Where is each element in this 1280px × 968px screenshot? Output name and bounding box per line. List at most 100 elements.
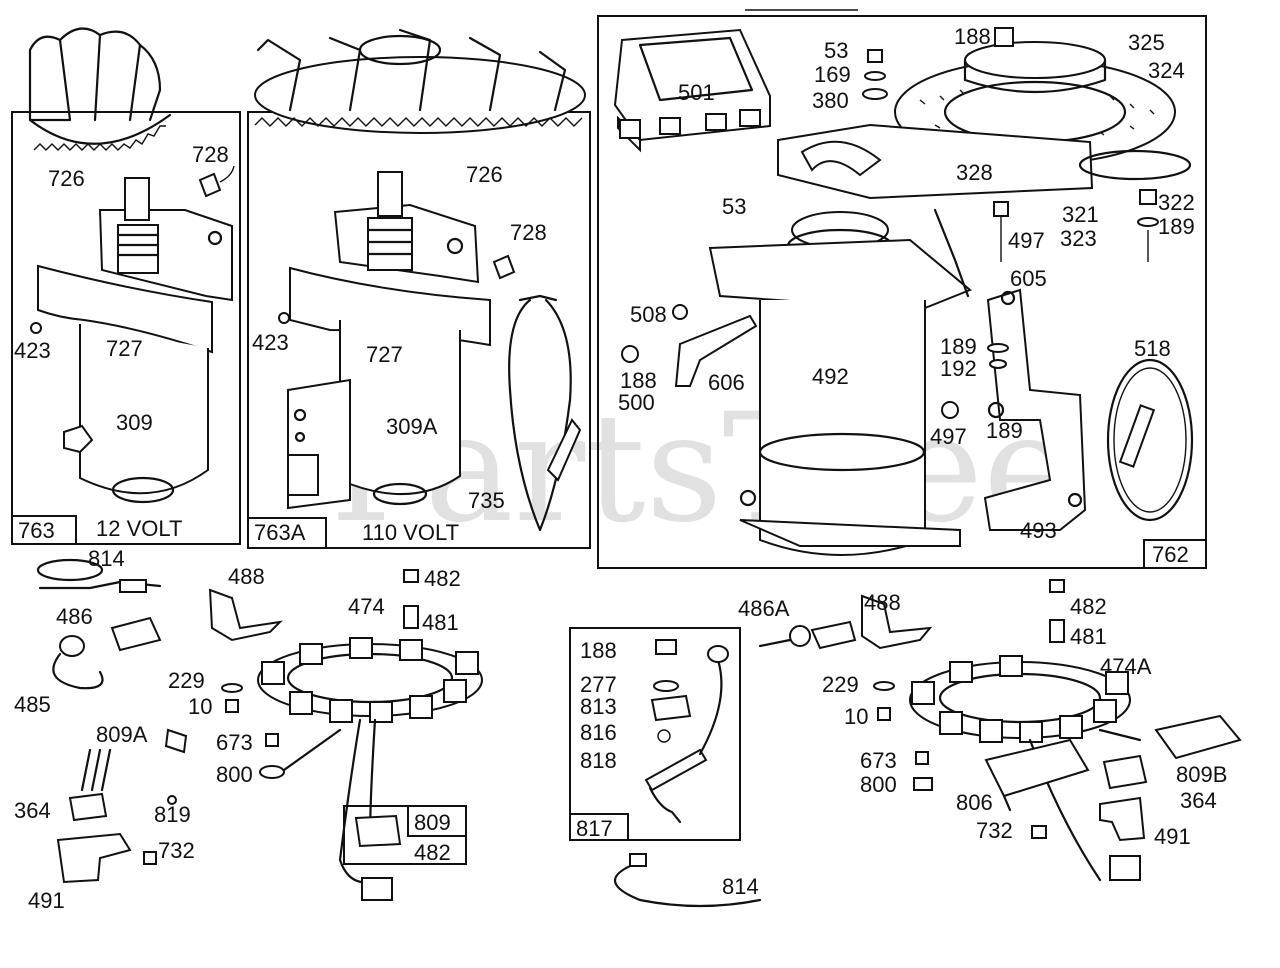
bracket-491b — [1099, 796, 1146, 881]
sensor-818 — [644, 639, 729, 824]
label-800a: 800 — [216, 762, 253, 787]
panel-762-code: 762 — [1152, 542, 1189, 567]
label-423b: 423 — [252, 330, 289, 355]
label-732b: 732 — [976, 818, 1013, 843]
label-500: 500 — [618, 390, 655, 415]
panel-809-code: 809 — [414, 810, 451, 835]
label-819: 819 — [154, 802, 191, 827]
label-501: 501 — [678, 80, 715, 105]
rectifier-364a — [68, 792, 108, 822]
washer-229a — [221, 683, 243, 713]
panel-763A-code: 763A — [254, 520, 306, 545]
washer-229b — [873, 681, 895, 721]
label-673a: 673 — [216, 730, 253, 755]
label-488a: 488 — [228, 564, 265, 589]
label-814b: 814 — [722, 874, 759, 899]
label-605: 605 — [1010, 266, 1047, 291]
label-806: 806 — [956, 790, 993, 815]
panel-763A-code-box — [247, 517, 327, 549]
plug-485 — [52, 616, 162, 690]
flywheel-763 — [28, 27, 172, 151]
panel-762-code-box — [1143, 539, 1207, 569]
label-364b: 364 — [1180, 788, 1217, 813]
label-169: 169 — [814, 62, 851, 87]
cord-735 — [508, 294, 582, 532]
label-364a: 364 — [14, 798, 51, 823]
label-728: 728 — [192, 142, 229, 167]
regulator-809A — [80, 728, 188, 792]
label-189c: 189 — [986, 418, 1023, 443]
label-380: 380 — [812, 88, 849, 113]
label-818: 818 — [580, 748, 617, 773]
bolt-322 — [1137, 189, 1159, 262]
label-229a: 229 — [168, 668, 205, 693]
label-325: 325 — [1128, 30, 1165, 55]
label-229b: 229 — [822, 672, 859, 697]
label-53b: 53 — [722, 194, 746, 219]
label-727b: 727 — [366, 342, 403, 367]
label-492: 492 — [812, 364, 849, 389]
label-814a: 814 — [88, 546, 125, 571]
label-309A: 309A — [386, 414, 438, 439]
wire-connector-488 — [38, 579, 283, 642]
stator-474A — [909, 655, 1131, 882]
bracket-328 — [777, 123, 1192, 200]
label-323: 323 — [1060, 226, 1097, 251]
panel-762-frame — [597, 15, 1207, 569]
label-486: 486 — [56, 604, 93, 629]
panel-763-code: 763 — [18, 518, 55, 543]
label-726: 726 — [48, 166, 85, 191]
label-727: 727 — [106, 336, 143, 361]
label-673b: 673 — [860, 748, 897, 773]
connector-486A — [758, 594, 933, 650]
stator-474 — [257, 637, 483, 884]
regulator-809B — [1098, 714, 1242, 760]
bolt-497a — [993, 201, 1009, 262]
label-277: 277 — [580, 672, 617, 697]
label-728b: 728 — [510, 220, 547, 245]
bracket-491a — [56, 795, 177, 884]
bolt-728b — [492, 254, 516, 280]
label-321: 321 — [1062, 202, 1099, 227]
starter-motor-309A — [278, 171, 491, 510]
label-10a: 10 — [188, 694, 212, 719]
nut-732b — [1031, 825, 1047, 839]
brace-606 — [621, 304, 758, 387]
cable-814b — [613, 853, 762, 908]
panel-763-frame — [11, 111, 241, 545]
mount-bracket-493 — [941, 288, 1087, 531]
ring-814a — [36, 558, 104, 582]
label-497b: 497 — [930, 424, 967, 449]
screw-482-481b — [1049, 579, 1065, 643]
label-481a: 481 — [422, 610, 459, 635]
regulator-809 — [354, 814, 402, 901]
label-488b: 488 — [864, 590, 901, 615]
panel-817-code-box — [569, 813, 629, 841]
label-732a: 732 — [158, 838, 195, 863]
label-518: 518 — [1134, 336, 1171, 361]
label-188b: 188 — [620, 368, 657, 393]
label-606: 606 — [708, 370, 745, 395]
label-800b: 800 — [860, 772, 897, 797]
bolt-728 — [198, 165, 235, 198]
label-482c: 482 — [1070, 594, 1107, 619]
panel-763-caption: 12 VOLT — [96, 516, 182, 541]
starter-motor-309 — [30, 177, 233, 504]
label-482a: 482 — [424, 566, 461, 591]
label-53a: 53 — [824, 38, 848, 63]
label-497a: 497 — [1008, 228, 1045, 253]
label-474: 474 — [348, 594, 385, 619]
label-809A: 809A — [96, 722, 148, 747]
label-423: 423 — [14, 338, 51, 363]
panel-809-code-box — [407, 805, 467, 837]
label-816: 816 — [580, 720, 617, 745]
flywheel-763A — [254, 28, 586, 134]
label-508: 508 — [630, 302, 667, 327]
panel-817-frame — [569, 627, 741, 841]
label-813: 813 — [580, 694, 617, 719]
label-491a: 491 — [28, 888, 65, 913]
label-324: 324 — [1148, 58, 1185, 83]
label-188c: 188 — [580, 638, 617, 663]
